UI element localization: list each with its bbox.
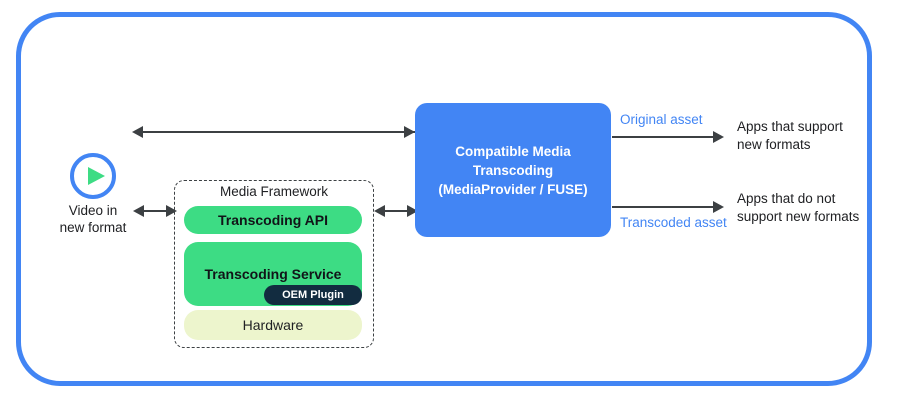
arrow-framework-to-core-line — [385, 210, 407, 212]
hardware-box[interactable]: Hardware — [184, 310, 362, 340]
arrow-transcoded-asset-line — [612, 206, 714, 208]
transcoded-asset-label: Transcoded asset — [620, 215, 727, 230]
outer-frame-border — [16, 12, 872, 386]
transcoding-api-box[interactable]: Transcoding API — [184, 206, 362, 234]
arrow-source-to-framework-head-left — [133, 205, 144, 217]
arrow-framework-to-core-head-left — [374, 205, 385, 217]
play-circle-icon — [70, 153, 116, 199]
compatible-media-transcoding-box[interactable]: Compatible Media Transcoding (MediaProvi… — [415, 103, 611, 237]
arrow-original-asset-head — [713, 131, 724, 143]
arrow-source-to-framework-head-right — [166, 205, 177, 217]
arrow-framework-to-core-head-right — [407, 205, 418, 217]
apps-support-new-formats-label: Apps that support new formats — [737, 119, 843, 152]
source-video-label: Video in new format — [59, 203, 127, 235]
original-asset-label: Original asset — [620, 112, 703, 127]
arrow-original-asset-line — [612, 136, 714, 138]
arrow-source-to-core-head-left — [132, 126, 143, 138]
arrow-source-to-core-line — [143, 131, 415, 133]
apps-no-support-new-formats-label: Apps that do not support new formats — [737, 191, 860, 224]
media-framework-group — [174, 180, 374, 348]
arrow-transcoded-asset-head — [713, 201, 724, 213]
play-triangle-icon — [88, 167, 105, 185]
arrow-source-to-framework-line — [144, 210, 166, 212]
oem-plugin-badge[interactable]: OEM Plugin — [264, 285, 362, 305]
media-framework-title: Media Framework — [219, 184, 329, 199]
arrow-source-to-core-head-right — [404, 126, 415, 138]
